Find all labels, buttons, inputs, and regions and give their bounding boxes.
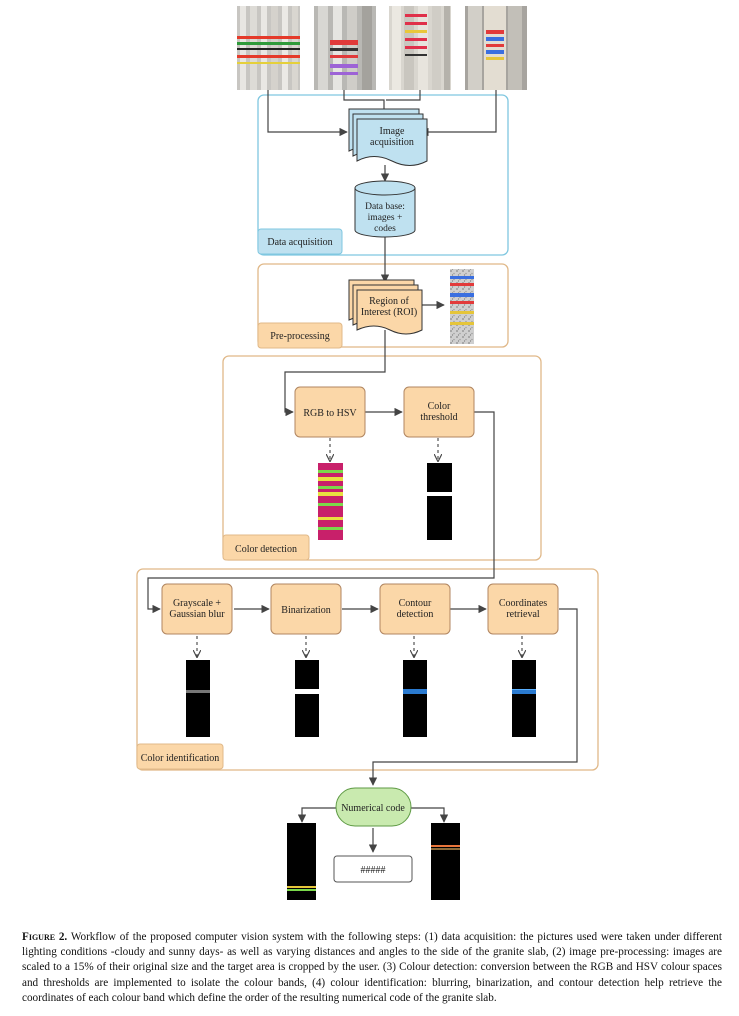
database-label: Data base:images +codes (365, 202, 405, 234)
acquisition-stage-text: Data acquisition (267, 237, 332, 248)
photo-4 (465, 6, 527, 90)
contour-strip-image (403, 660, 427, 737)
node-label-line: Data base: (365, 202, 405, 212)
binary-strip-image (295, 660, 319, 737)
code-output-text: ##### (361, 865, 386, 876)
photo-1 (237, 6, 300, 90)
right-result-strip-image (431, 823, 460, 900)
node-label-line: threshold (420, 412, 457, 423)
node-label-line: acquisition (370, 137, 414, 148)
preprocessing-stage-text: Pre-processing (270, 331, 329, 342)
hsv-strip-image (318, 463, 343, 540)
node-label-line: Contour (399, 598, 432, 609)
node-label-line: Coordinates (499, 598, 547, 609)
node-label-line: Region of (369, 296, 409, 307)
node-label-line: Gaussian blur (169, 609, 225, 620)
node-label-line: Interest (ROI) (361, 307, 417, 318)
left-result-strip-image (287, 823, 316, 900)
node-label-line: Color (428, 401, 451, 412)
photo-3 (389, 6, 451, 90)
numerical-code-label: Numerical code (341, 803, 405, 814)
node-label-line: Grayscale + (173, 598, 221, 609)
connector-arrows (147, 90, 578, 853)
figure-caption: Figure 2. Workflow of the proposed compu… (22, 930, 722, 1006)
node-label-line: Image (380, 126, 406, 137)
node-label-line: RGB to HSV (303, 408, 357, 419)
node-label-line: codes (374, 224, 396, 234)
color-detection-stage-label: Color detection (222, 534, 310, 561)
numerical-code-node: Numerical code (335, 787, 412, 827)
color-detection-stage-text: Color detection (235, 544, 297, 555)
caption-text: Workflow of the proposed computer vision… (22, 931, 722, 1004)
color-detection-frame (222, 355, 542, 561)
node-label-line: Numerical code (341, 803, 405, 814)
database-node: Data base:images +codes (354, 180, 416, 238)
threshold-strip-image (427, 463, 452, 540)
photo-2 (314, 6, 376, 90)
color-identification-stage-label: Color identification (136, 743, 224, 770)
rgb-to-hsv-label: RGB to HSV (303, 408, 357, 419)
rgb-to-hsv-node: RGB to HSV (294, 386, 366, 438)
grayscale-label: Grayscale +Gaussian blur (169, 598, 225, 620)
coordinates-strip-image (512, 660, 536, 737)
binarization-node: Binarization (270, 583, 342, 635)
preprocessing-frame (257, 263, 509, 348)
acquisition-frame (257, 94, 509, 256)
preprocessing-stage-label: Pre-processing (257, 322, 343, 349)
node-label-line: detection (397, 609, 434, 620)
acquisition-stage-label: Data acquisition (257, 228, 343, 255)
roi-strip-image (450, 269, 474, 344)
node-label-line: images + (368, 213, 403, 223)
code-output-box: ##### (333, 855, 413, 883)
gray-strip-image (186, 660, 210, 737)
color-identification-stage-text: Color identification (141, 753, 220, 764)
binarization-label: Binarization (281, 605, 330, 616)
color-identification-frame (136, 568, 599, 771)
node-label-line: Binarization (281, 605, 330, 616)
grayscale-node: Grayscale +Gaussian blur (161, 583, 233, 635)
caption-label: Figure 2. (22, 931, 68, 943)
dashed-arrows (197, 438, 522, 657)
node-label-line: retrieval (506, 609, 540, 620)
